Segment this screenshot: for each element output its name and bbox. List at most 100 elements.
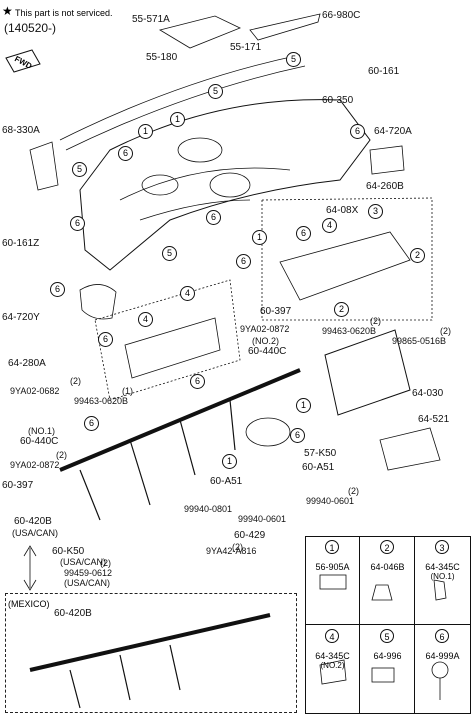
legend-part-number: 64-046B <box>370 562 405 572</box>
legend-cell-3: 3 64-345C(NO.1) <box>415 536 470 625</box>
label-99940-0601-b: 99940-0601 <box>238 514 287 524</box>
label-64-260b: 64-260B <box>366 181 404 192</box>
label-9ya02-0682: 9YA02-0682 <box>10 386 60 396</box>
callout-2: 2 <box>334 302 349 317</box>
label-60-161: 60-161 <box>368 66 400 77</box>
callout-5: 5 <box>162 246 177 261</box>
defroster-grille-left <box>158 15 241 49</box>
legend-part-number: 64-999A <box>425 651 460 661</box>
label-qty-2a: (2) <box>370 316 381 326</box>
label-57-k50: 57-K50 <box>304 448 337 459</box>
label-qty-2g: (2) <box>100 558 111 568</box>
callout-6: 6 <box>70 216 85 231</box>
label-9ya02-0872-left: 9YA02-0872 <box>10 460 60 470</box>
callout-6: 6 <box>190 374 205 389</box>
label-64-08x: 64-08X <box>326 205 359 216</box>
glovebox-assembly-box <box>261 197 433 321</box>
label-qty-2d: (2) <box>56 450 67 460</box>
cross-member-mexico <box>29 613 271 672</box>
callout-4: 4 <box>138 312 153 327</box>
not-serviced-note: This part is not serviced. <box>15 8 113 18</box>
label-55-571a: 55-571A <box>132 14 170 25</box>
airbag-module <box>245 417 291 447</box>
callout-3: 3 <box>368 204 383 219</box>
glovebox <box>324 329 411 416</box>
callout-1: 1 <box>296 398 311 413</box>
callout-4: 4 <box>180 286 195 301</box>
label-60-350: 60-350 <box>322 95 354 106</box>
label-60-161z: 60-161Z <box>2 238 40 249</box>
callout-6: 6 <box>296 226 311 241</box>
trim-strip-long <box>59 54 301 141</box>
callout-5: 5 <box>72 162 87 177</box>
label-60-a51-right: 60-A51 <box>302 462 335 473</box>
legend-part-number: 64-345C <box>315 651 350 661</box>
callout-1: 1 <box>252 230 267 245</box>
air-vent-left <box>79 284 117 320</box>
legend-part-number: 56-905A <box>315 562 350 572</box>
label-usa-can-b: (USA/CAN) <box>60 557 107 567</box>
legend-number: 6 <box>435 629 449 643</box>
label-64-280a: 64-280A <box>8 358 46 369</box>
fastener-legend <box>305 536 471 714</box>
callout-2: 2 <box>410 248 425 263</box>
legend-cell-6: 6 64-999A <box>415 625 470 714</box>
callout-6: 6 <box>290 428 305 443</box>
legend-number: 3 <box>435 540 449 554</box>
label-60-440c-left: 60-440C <box>20 436 59 447</box>
callout-6: 6 <box>236 254 251 269</box>
label-64-720y: 64-720Y <box>2 312 40 323</box>
label-64-720a: 64-720A <box>374 126 412 137</box>
legend-part-variant: (NO.1) <box>430 572 455 581</box>
label-60-429: 60-429 <box>234 530 266 541</box>
label-usa-can-c: (USA/CAN) <box>64 578 111 588</box>
label-60-420b-mexico: 60-420B <box>54 608 92 619</box>
label-qty-2f: (2) <box>232 542 243 552</box>
label-no1: (NO.1) <box>28 426 55 436</box>
label-no2-top: (NO.2) <box>252 336 279 346</box>
callout-5: 5 <box>286 52 301 67</box>
label-60-397-left: 60-397 <box>2 480 34 491</box>
callout-6: 6 <box>50 282 65 297</box>
legend-number: 4 <box>325 629 339 643</box>
callout-1: 1 <box>138 124 153 139</box>
legend-part-number: 64-345C <box>425 562 460 572</box>
label-64-030: 64-030 <box>412 388 444 399</box>
label-64-521: 64-521 <box>418 414 450 425</box>
bracket-64-521 <box>379 427 441 471</box>
side-panel-left <box>29 141 59 191</box>
callout-6: 6 <box>84 416 99 431</box>
mexico-title: (MEXICO) <box>8 599 50 609</box>
legend-number: 1 <box>325 540 339 554</box>
label-99865-0516b: 99865-0516B <box>392 336 447 346</box>
legend-cell-4: 4 64-345C(NO.2) <box>305 625 360 714</box>
legend-number: 2 <box>380 540 394 554</box>
label-qty-1a: (1) <box>122 386 133 396</box>
label-9ya02-0872-top: 9YA02-0872 <box>240 324 290 334</box>
legend-part-variant: (NO.2) <box>320 661 345 670</box>
star-symbol: ★ <box>2 4 13 18</box>
label-usa-can-a: (USA/CAN) <box>12 528 59 538</box>
label-9ya42-a816: 9YA42-A816 <box>206 546 257 556</box>
label-60-k50: 60-K50 <box>52 546 85 557</box>
serial-range: (140520-) <box>4 21 57 35</box>
label-99463-0620b-right: 99463-0620B <box>322 326 377 336</box>
callout-5: 5 <box>208 84 223 99</box>
callout-6: 6 <box>206 210 221 225</box>
defroster-grille-right <box>249 13 321 41</box>
legend-number: 5 <box>380 629 394 643</box>
legend-part-number: 64-996 <box>373 651 402 661</box>
callout-1: 1 <box>222 454 237 469</box>
label-99940-0801: 99940-0801 <box>184 504 233 514</box>
mexico-variant-box <box>5 593 297 713</box>
label-99940-0601-a: 99940-0601 <box>306 496 355 506</box>
label-68-330a: 68-330A <box>2 125 40 136</box>
label-60-a51-center: 60-A51 <box>210 476 243 487</box>
label-qty-2c: (2) <box>70 376 81 386</box>
callout-1: 1 <box>170 112 185 127</box>
label-99463-0620b-left: 99463-0620B <box>74 396 129 406</box>
label-66-980c: 66-980C <box>322 10 361 21</box>
label-55-180: 55-180 <box>146 52 178 63</box>
callout-6: 6 <box>98 332 113 347</box>
